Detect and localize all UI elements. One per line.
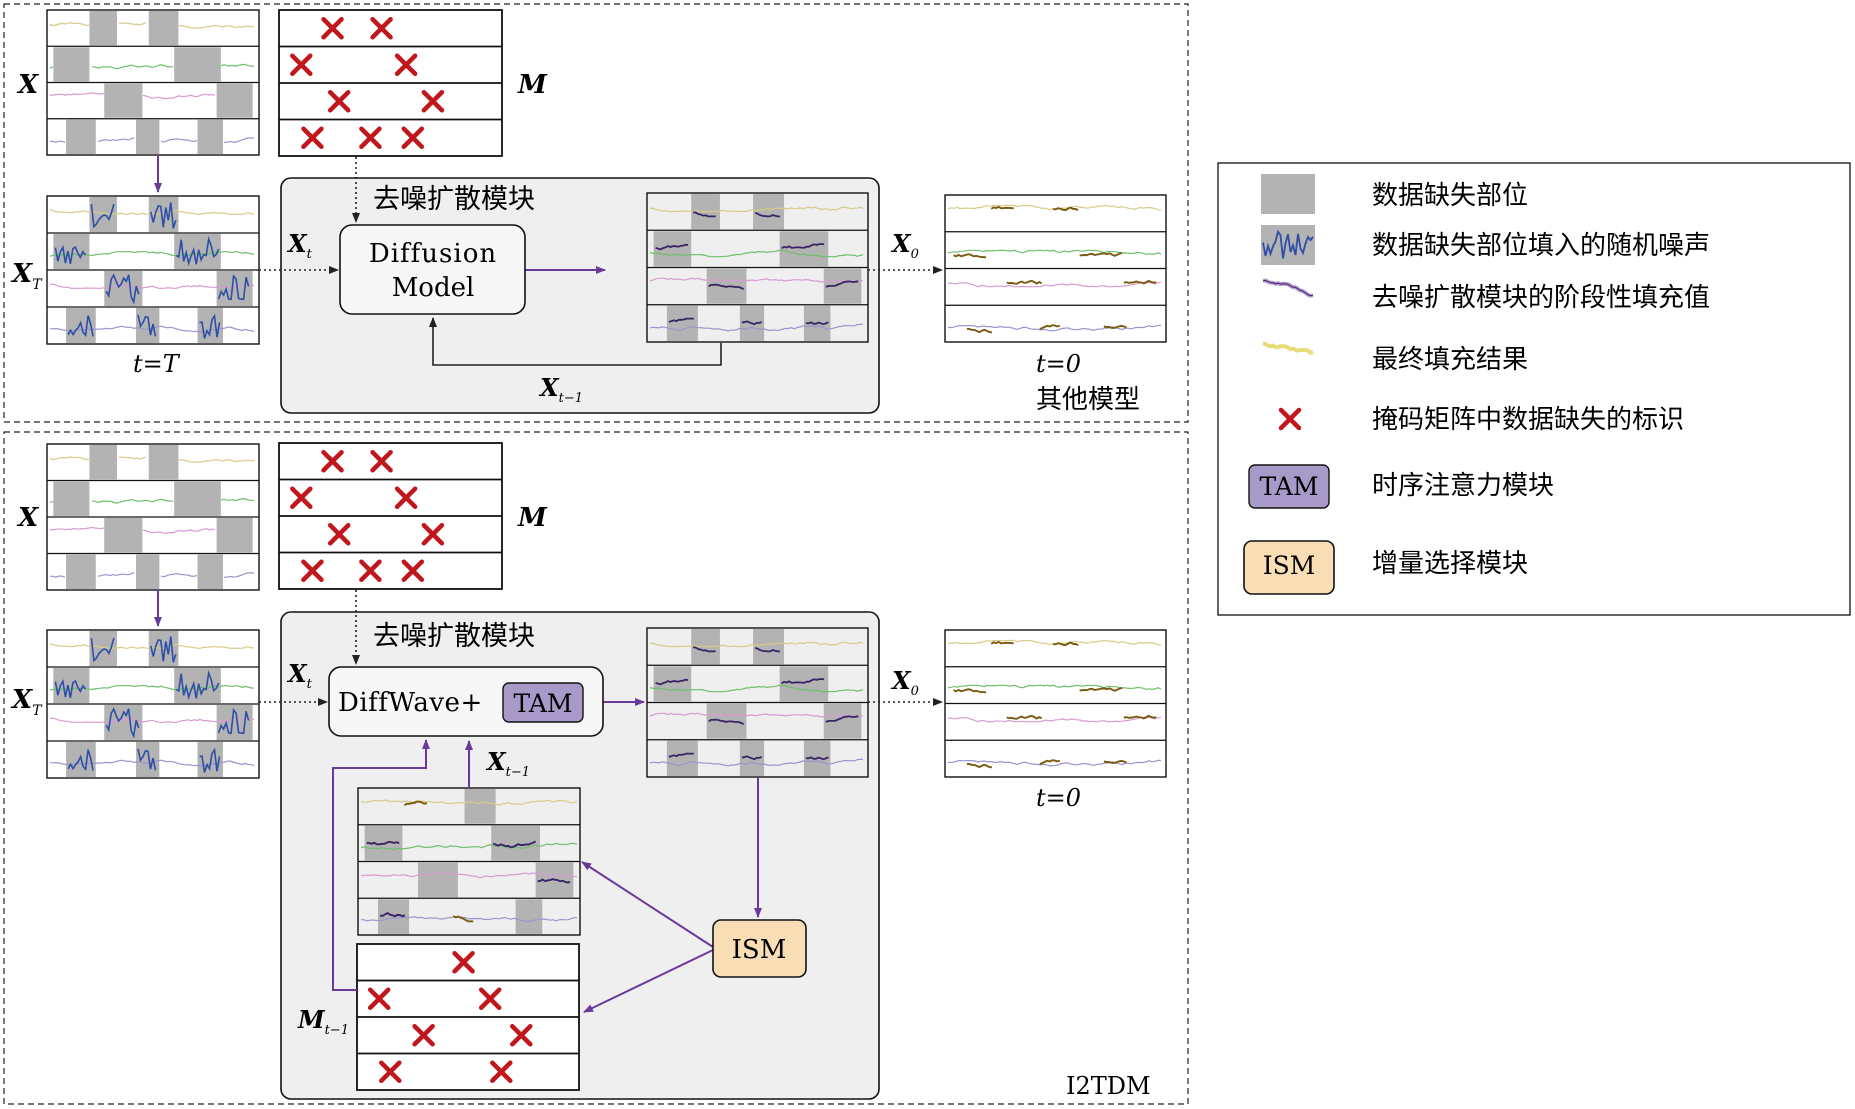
legend-label-tam: 时序注意力模块 [1372,471,1554,501]
mask-cross [421,90,445,113]
top-x-label: X [16,70,40,100]
top-m-label: M [517,70,548,100]
mask-cross [290,486,313,509]
mask-cross [394,53,418,76]
bottom-feedback-grid [357,787,581,936]
legend-ism-box [1243,540,1335,595]
mask-cross [359,126,382,149]
top-xT-grid [46,195,260,345]
legend-label-noise: 数据缺失部位填入的随机噪声 [1372,231,1710,261]
mask-cross [401,126,425,149]
bottom-module-title: 去噪扩散模块 [373,621,535,652]
bottom-final-grid [944,629,1167,778]
legend-label-final: 最终填充结果 [1372,345,1528,375]
top-xt-label: Xt [286,229,313,262]
mask-cross [290,53,313,76]
diffusion-model-box [339,224,526,315]
legend-noise-wave [1262,229,1314,259]
legend-mask-cross [1278,407,1302,431]
legend-label-ism: 增量选择模块 [1372,549,1528,579]
arrow-mask-t1-to-model [332,739,430,991]
legend-noise-swatch-bg [1261,225,1315,265]
top-section-label: 其他模型 [1036,385,1140,415]
mask-cross [321,450,344,473]
top-t-eq-0-label: t=0 [1036,350,1081,378]
top-module-title: 去噪扩散模块 [373,184,535,215]
mask-cross [490,1060,513,1083]
mask-cross [359,559,382,582]
mask-cross [370,17,393,40]
mask-cross [367,987,391,1010]
top-x-grid [46,9,260,156]
bottom-x-label: X [16,503,40,533]
bottom-m-label: M [517,503,548,533]
legend-missing-swatch [1261,174,1315,214]
mask-cross [321,17,344,40]
bottom-section-frame [3,431,1189,1105]
top-t-eq-T-label: t=T [133,350,181,378]
mask-cross [327,523,351,546]
mask-cross [412,1024,435,1047]
bottom-mt1-label: Mt−1 [297,1005,349,1038]
mask-cross [301,559,324,582]
top-stage-grid [646,192,869,343]
legend-tam-box [1248,464,1330,509]
legend-frame [1217,162,1851,616]
mask-cross [370,450,393,473]
bottom-model-text: DiffWave+ [338,688,483,718]
legend-label-mask: 掩码矩阵中数据缺失的标识 [1372,405,1684,435]
bottom-xt-big-label: XT [10,685,43,719]
top-xt-big-label: XT [10,259,43,293]
mask-cross [379,1060,402,1083]
bottom-x-grid [46,443,260,591]
bottom-t-eq-0-label: t=0 [1036,784,1081,812]
arrow-ism-to-feedback-grid [581,861,714,948]
mask-cross [301,126,324,149]
tam-label: TAM [514,689,573,718]
mask-cross [421,523,445,546]
legend-final-wave [1262,341,1314,355]
legend-tam-box-label: TAM [1260,472,1319,501]
mask-cross [327,90,351,113]
arrow-ism-to-mask-t1 [583,949,714,1013]
top-model-line2: Model [392,273,475,303]
top-xt1-label: Xt−1 [538,373,583,406]
mask-cross [510,1024,533,1047]
legend-stage-wave-core [1262,279,1314,297]
top-mask-grid [278,9,503,157]
mask-cross [452,951,475,974]
bottom-xT-grid [46,629,260,779]
top-section-frame [3,3,1189,423]
arrow-feedback-top [429,317,722,366]
top-final-grid [944,194,1167,343]
top-x0-label: X0 [890,229,919,262]
bottom-mask-grid [278,442,503,590]
legend-label-missing: 数据缺失部位 [1372,181,1528,211]
mask-cross [478,987,502,1010]
top-model-line1: Diffusion [369,239,497,269]
bottom-xt1-label: Xt−1 [485,747,530,780]
tam-box [502,682,584,723]
ism-box [712,919,807,978]
mask-cross [394,486,418,509]
bottom-x0-label: X0 [890,666,919,699]
legend-ism-box-label: ISM [1263,551,1316,580]
bottom-xt-label: Xt [286,659,313,692]
bottom-section-label: I2TDM [1066,1072,1151,1100]
ism-label: ISM [732,935,787,965]
legend-label-stage: 去噪扩散模块的阶段性填充值 [1372,283,1710,313]
mask-cross [401,559,425,582]
bottom-mask-t1-grid [356,943,580,1091]
